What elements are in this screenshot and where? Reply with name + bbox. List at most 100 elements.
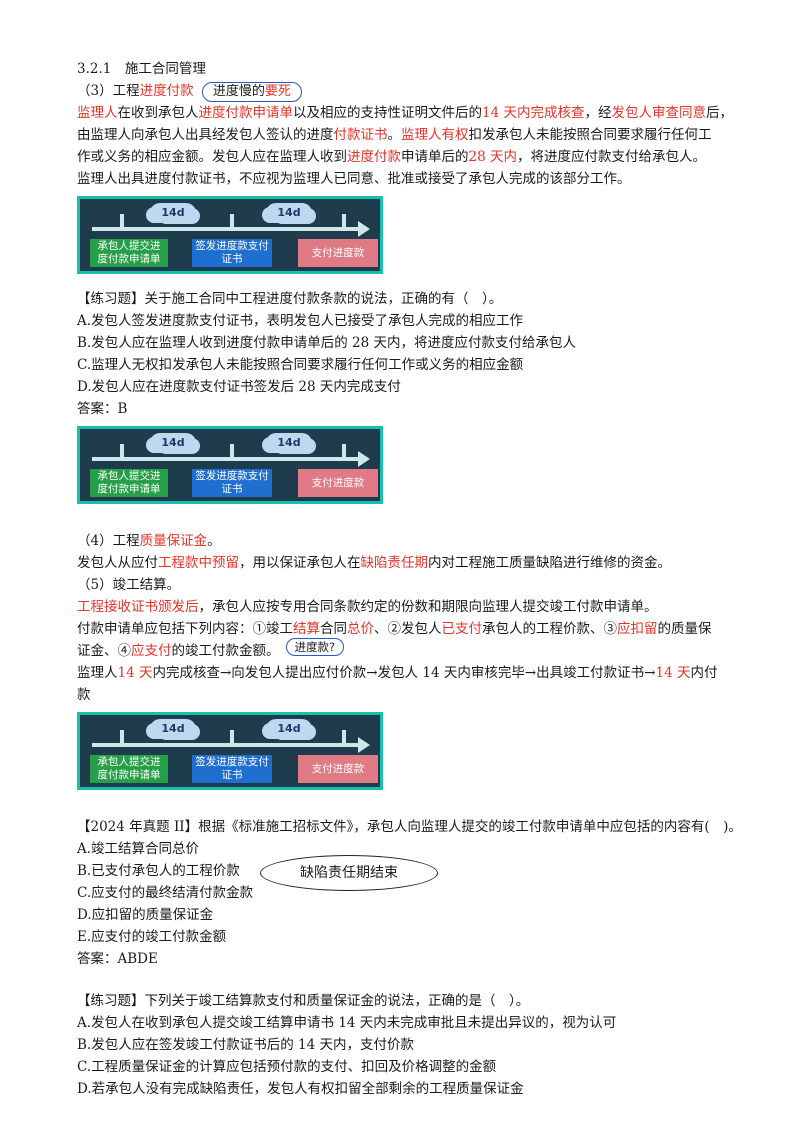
- text-span: 证金、④: [77, 643, 131, 659]
- option-d: D.若承包人没有完成缺陷责任，发包人有权扣留全部剩余的工程质量保证金: [77, 1081, 524, 1097]
- cloud-red-text: 要死: [264, 84, 291, 99]
- annotation-cloud: 进度款?: [285, 638, 345, 656]
- step-submit-application: 承包人提交进度付款申请单: [90, 469, 168, 497]
- text-span: 扣发承包人未能按照合同要求履行任何工: [468, 127, 712, 143]
- paragraph-line: 付款申请单应包括下列内容：①竣工结算合同总价、②发包人已支付承包人的工程价款、③…: [77, 618, 757, 640]
- text-span: 内对工程施工质量缺陷进行维修的资金。: [428, 555, 671, 571]
- text-span: 内完成核查→向发包人提出应付价款→发包人 14 天内审核完毕→出具竣工付款证书→: [152, 665, 656, 681]
- step-text: 证书: [221, 769, 243, 781]
- section-heading: 3.2.1 施工合同管理: [77, 61, 206, 77]
- text-span: 14 天: [655, 665, 691, 681]
- option-a: A.发包人在收到承包人提交竣工结算申请书 14 天内未完成审批且未提出异议的，视…: [77, 1015, 617, 1031]
- text-span: 进度付款申请单: [198, 105, 294, 121]
- step-issue-certificate: 签发进度款支付证书: [192, 239, 272, 267]
- timeline-diagram: 14d 14d 承包人提交进度付款申请单 签发进度款支付证书 支付进度款: [77, 712, 383, 790]
- step-pay: 支付进度款: [298, 755, 378, 783]
- paragraph-line: 作或义务的相应金额。发包人应在监理人收到进度付款申请单后的28 天内，将进度应付…: [77, 146, 757, 168]
- option-a: A.发包人签发进度款支付证书，表明发包人已接受了承包人完成的相应工作: [77, 313, 524, 329]
- text-span: 的质量保: [657, 621, 712, 637]
- text-span: 应扣留: [617, 621, 658, 637]
- question-stem: 【练习题】关于施工合同中工程进度付款条款的说法，正确的有（ ）。: [77, 291, 503, 307]
- answer: 答案：ABDE: [77, 951, 158, 967]
- timeline-arrow: [92, 227, 360, 231]
- option-d: D.发包人应在进度款支付证书签发后 28 天内完成支付: [77, 379, 401, 395]
- step-text: 证书: [221, 483, 243, 495]
- text-span: 。: [207, 533, 221, 549]
- step-text: 签发进度款支付: [195, 470, 269, 482]
- duration-cloud: 14d: [266, 719, 312, 739]
- text-span: 总价: [347, 621, 374, 637]
- text-span: 工程接收证书颁发后: [77, 599, 199, 615]
- timeline-arrow: [92, 457, 360, 461]
- text-span: 的竣工付款金额。: [171, 643, 280, 659]
- arrow-head-icon: [358, 451, 370, 467]
- paragraph-line: 款: [77, 687, 91, 703]
- timeline-tick: [120, 214, 124, 228]
- option-b: B.发包人应在监理人收到进度付款申请单后的 28 天内，将进度应付款支付给承包人: [77, 335, 576, 351]
- text-span: 监理人有权: [401, 127, 469, 143]
- answer: 答案：B: [77, 401, 128, 417]
- question-stem: 【练习题】下列关于竣工结算款支付和质量保证金的说法，正确的是（ ）。: [77, 993, 530, 1009]
- paragraph-line: 监理人在收到承包人进度付款申请单以及相应的支持性证明文件后的14 天内完成核查，…: [77, 102, 757, 124]
- text-span: 。: [387, 127, 402, 143]
- text-span: 发包人从应付: [77, 555, 158, 571]
- paragraph-line: 由监理人向承包人出具经发包人签认的进度付款证书。监理人有权扣发承包人未能按照合同…: [77, 124, 757, 146]
- text-span: 质量保证金: [139, 533, 208, 549]
- step-submit-application: 承包人提交进度付款申请单: [90, 755, 168, 783]
- subsection-completion-settlement: （5）竣工结算。: [77, 577, 181, 593]
- text-span: 进度付款: [347, 149, 401, 165]
- timeline-tick: [342, 444, 346, 458]
- duration-cloud: 14d: [266, 203, 312, 223]
- paragraph-line: 监理人出具进度付款证书，不应视为监理人已同意、批准或接受了承包人完成的该部分工作…: [77, 171, 631, 187]
- text-span: 14 天内完成核查: [482, 105, 585, 121]
- option-c: C.工程质量保证金的计算应包括预付款的支付、扣回及价格调整的金额: [77, 1059, 497, 1075]
- text-span: 28 天内: [468, 149, 517, 165]
- text-span: 监理人: [77, 105, 118, 121]
- step-text: 承包人提交进: [97, 756, 161, 768]
- paragraph-line: 监理人14 天内完成核查→向发包人提出应付价款→发包人 14 天内审核完毕→出具…: [77, 662, 757, 684]
- option-a: A.竣工结算合同总价: [77, 841, 200, 857]
- step-text: 签发进度款支付: [195, 756, 269, 768]
- text-span: 以及相应的支持性证明文件后的: [293, 105, 482, 121]
- option-c: C.监理人无权扣发承包人未能按照合同要求履行任何工作或义务的相应金额: [77, 357, 524, 373]
- step-pay: 支付进度款: [298, 239, 378, 267]
- duration-cloud: 14d: [266, 433, 312, 453]
- text-span: ，用以保证承包人在: [239, 555, 361, 571]
- text-span: 付款证书: [333, 127, 388, 143]
- step-issue-certificate: 签发进度款支付证书: [192, 469, 272, 497]
- timeline-diagram: 14d 14d 承包人提交进度付款申请单 签发进度款支付证书 支付进度款: [77, 196, 383, 274]
- step-text: 签发进度款支付: [195, 240, 269, 252]
- text-span: 应支付: [131, 643, 172, 659]
- step-text: 度付款申请单: [97, 769, 161, 781]
- text-span: 发包人审查同意: [611, 105, 706, 121]
- text-span: 结算: [293, 621, 320, 637]
- subsection-quality-deposit: （4）工程质量保证金。: [77, 530, 757, 552]
- duration-cloud: 14d: [150, 203, 196, 223]
- heading-text: （3）工程: [77, 83, 140, 99]
- step-submit-application: 承包人提交进度付款申请单: [90, 239, 168, 267]
- step-text: 度付款申请单: [97, 253, 161, 265]
- timeline-tick: [342, 214, 346, 228]
- text-span: ，将进度应付款支付给承包人。: [516, 149, 706, 165]
- duration-cloud: 14d: [150, 719, 196, 739]
- text-span: 后，: [705, 105, 733, 121]
- text-span: 付款申请单应包括下列内容：①竣工: [77, 621, 293, 637]
- timeline-arrow: [92, 743, 360, 747]
- paragraph-line: 发包人从应付工程款中预留，用以保证承包人在缺陷责任期内对工程施工质量缺陷进行维修…: [77, 552, 757, 574]
- text-span: 已支付: [441, 621, 483, 637]
- step-text: 度付款申请单: [97, 483, 161, 495]
- annotation-ellipse: 缺陷责任期结束: [260, 855, 438, 891]
- text-span: ，承包人应按专用合同条款约定的份数和期限向监理人提交竣工付款申请单。: [198, 599, 658, 615]
- text-span: 由监理人向承包人出具经发包人签认的进度: [77, 127, 334, 143]
- text-span: 14 天: [117, 665, 153, 681]
- option-b: B.发包人应在签发竣工付款证书后的 14 天内，支付价款: [77, 1037, 414, 1053]
- paragraph-line: 证金、④应支付的竣工付款金额。进度款?: [77, 638, 757, 662]
- option-e: E.应支付的竣工付款金额: [77, 929, 227, 945]
- text-span: 内付: [690, 665, 718, 681]
- cloud-text: 进度慢的: [212, 84, 265, 99]
- step-pay: 支付进度款: [298, 469, 378, 497]
- step-text: 证书: [221, 253, 243, 265]
- subsection-progress-payment: （3）工程进度付款 进度慢的要死: [77, 80, 757, 102]
- step-text: 承包人提交进: [97, 470, 161, 482]
- paragraph-line: 工程接收证书颁发后，承包人应按专用合同条款约定的份数和期限向监理人提交竣工付款申…: [77, 596, 757, 618]
